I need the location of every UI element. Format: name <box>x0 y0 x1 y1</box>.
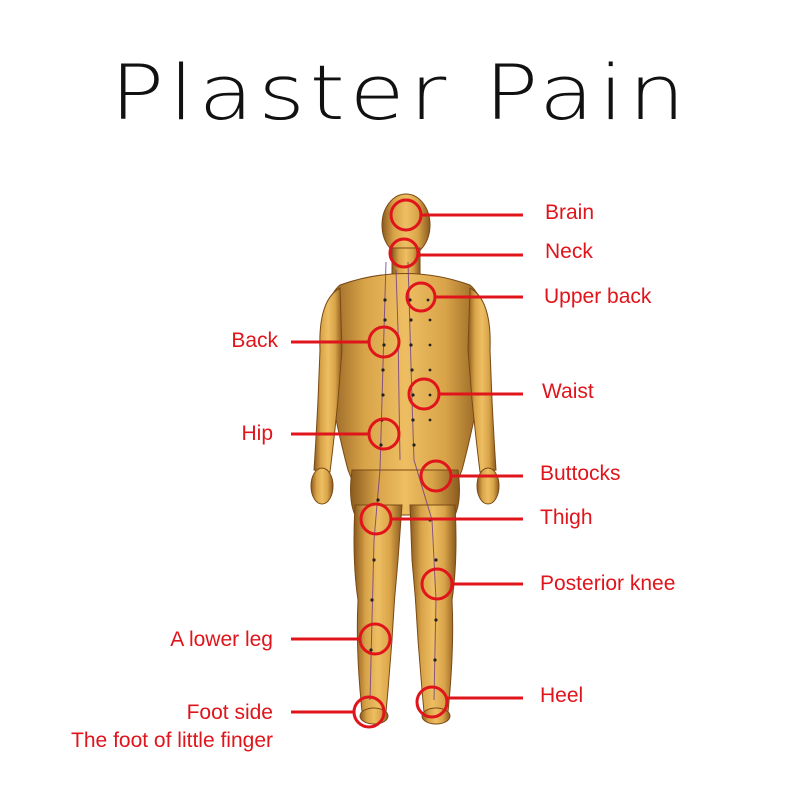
label-waist: Waist <box>542 380 594 403</box>
head <box>381 193 431 257</box>
label-lower-leg: A lower leg <box>170 628 273 651</box>
acupoint-dots <box>369 298 438 662</box>
label-foot-little-finger: The foot of little finger <box>71 729 273 752</box>
human-figure <box>310 193 500 725</box>
label-foot-side: Foot side <box>186 701 273 724</box>
label-hip: Hip <box>241 422 273 445</box>
left-arm <box>313 287 343 473</box>
marker-heel <box>415 685 449 719</box>
right-leg <box>409 504 457 713</box>
right-hand <box>476 467 500 505</box>
right-arm <box>467 287 497 473</box>
label-posterior-knee: Posterior knee <box>540 572 676 595</box>
label-heel: Heel <box>540 684 584 707</box>
left-leg <box>353 504 403 713</box>
label-thigh: Thigh <box>540 506 593 529</box>
left-hand <box>310 467 334 505</box>
label-buttocks: Buttocks <box>540 462 621 485</box>
torso <box>324 273 486 481</box>
label-brain: Brain <box>545 201 595 224</box>
marker-neck <box>388 237 420 269</box>
page-title: Plaster Pain <box>110 48 690 137</box>
label-neck: Neck <box>545 240 593 263</box>
pain-markers <box>291 198 523 729</box>
label-back: Back <box>231 329 278 352</box>
label-upper-back: Upper back <box>544 285 652 308</box>
